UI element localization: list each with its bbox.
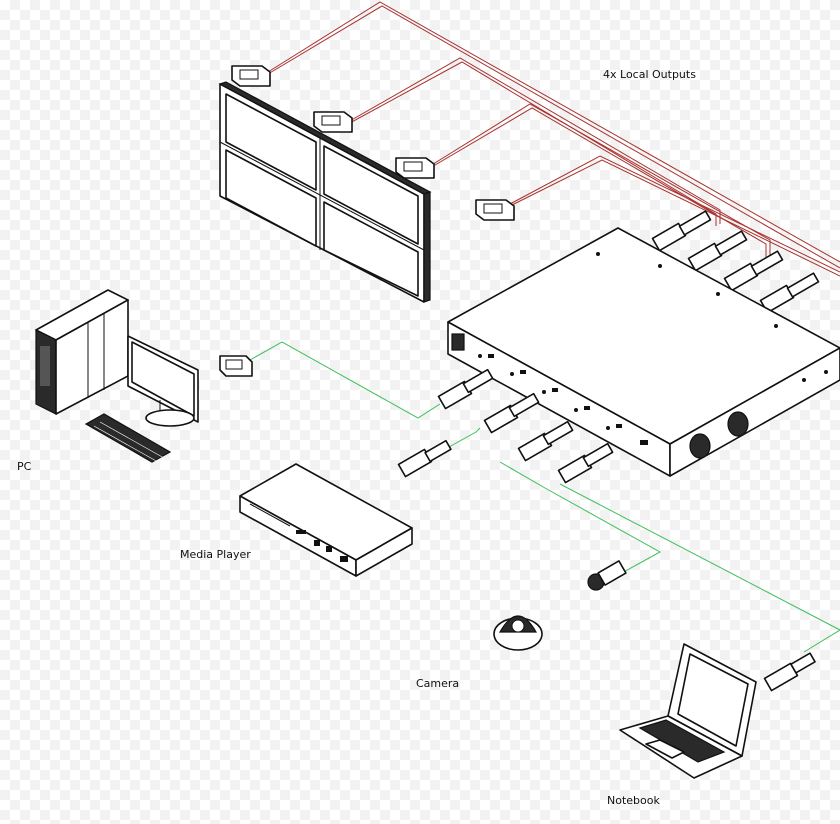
pc-keyboard bbox=[84, 413, 172, 463]
pc-monitor bbox=[127, 335, 199, 427]
dvi-connector-3 bbox=[395, 157, 435, 179]
media-player-label: Media Player bbox=[180, 548, 251, 561]
notebook-laptop bbox=[619, 643, 757, 779]
dome-camera bbox=[493, 615, 543, 651]
pc-tower bbox=[35, 289, 129, 415]
input-cables bbox=[249, 341, 840, 653]
dvi-connector-2 bbox=[313, 111, 353, 133]
bnc-plug bbox=[587, 560, 627, 591]
notebook-label: Notebook bbox=[607, 794, 660, 807]
dvi-connector-4 bbox=[475, 199, 515, 221]
hdmi-output-plugs bbox=[651, 210, 820, 314]
matrix-switcher bbox=[447, 227, 840, 477]
dvi-connector-pc bbox=[219, 355, 253, 377]
video-wall-screen bbox=[225, 93, 419, 297]
camera-label: Camera bbox=[416, 677, 460, 690]
output-cables bbox=[267, 1, 840, 277]
media-player bbox=[239, 463, 413, 577]
hdmi-input-plugs bbox=[397, 368, 816, 692]
dvi-connector-1 bbox=[231, 65, 271, 87]
outputs-label: 4x Local Outputs bbox=[603, 68, 696, 81]
pc-label: PC bbox=[17, 460, 32, 473]
video-wall bbox=[218, 81, 432, 303]
